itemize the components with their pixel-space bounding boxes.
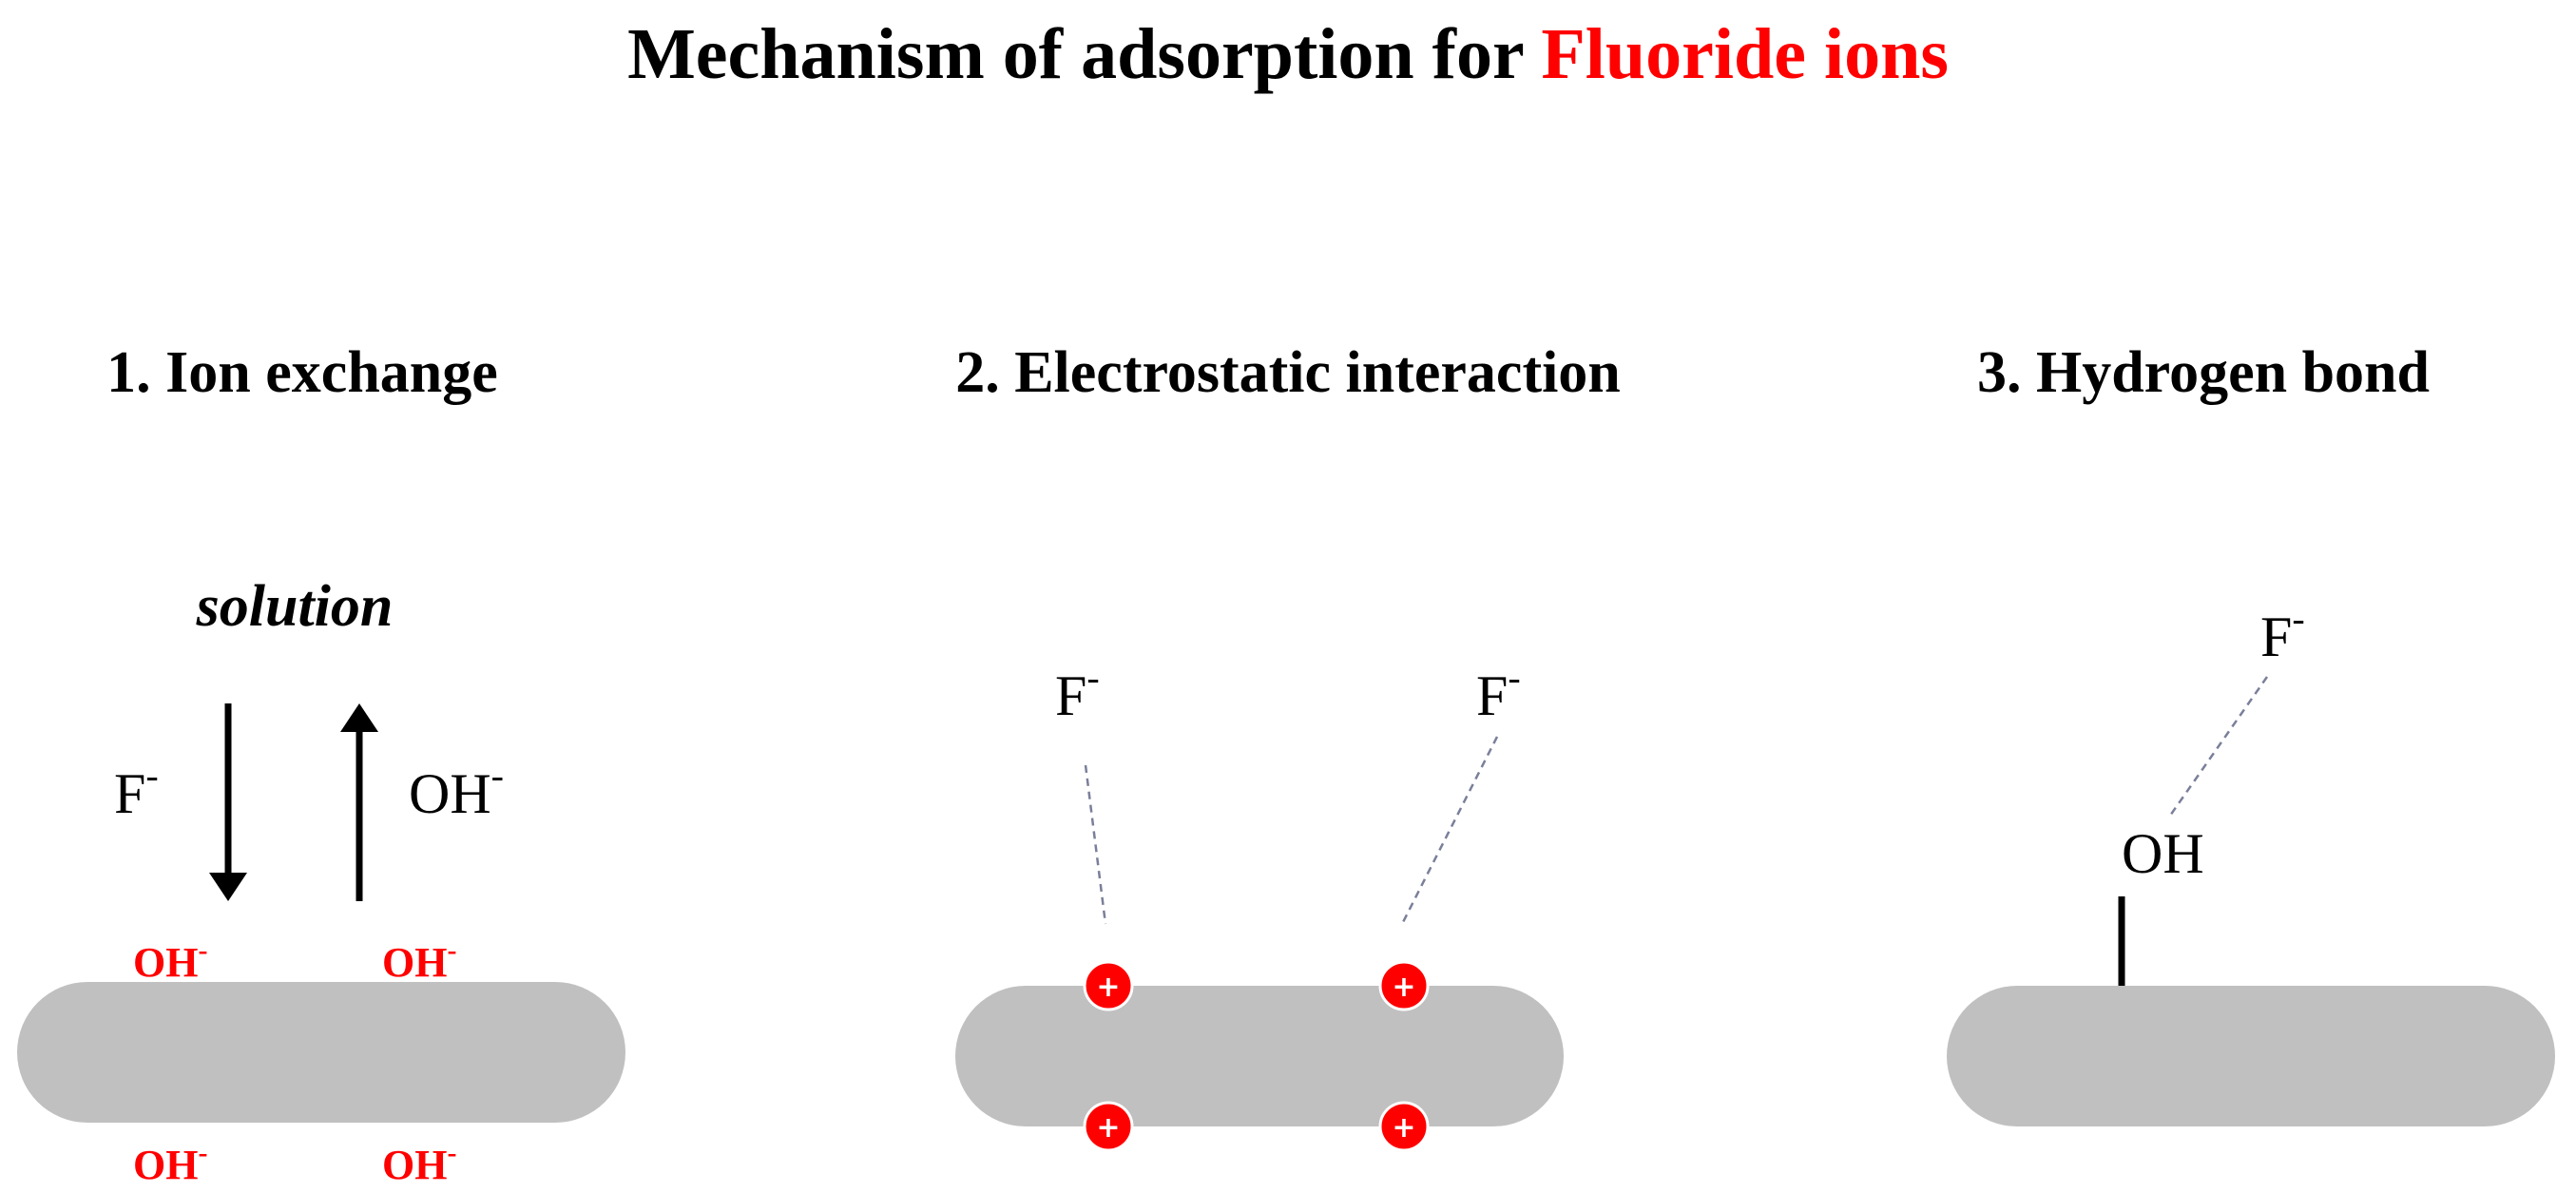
arrow-down-icon <box>209 703 247 901</box>
panel-hydrogen-bond: F- OH <box>1947 597 2555 1126</box>
incoming-ion-base: F <box>114 762 145 825</box>
diagram-title: Mechanism of adsorption for Fluoride ion… <box>627 14 1949 94</box>
plus-icon: + <box>1096 971 1120 1004</box>
plus-icon: + <box>1392 1111 1415 1145</box>
panel-1-heading: 1. Ion exchange <box>106 340 498 405</box>
electrostatic-dash-right <box>1400 736 1499 925</box>
electrostatic-dash-left <box>1084 764 1107 925</box>
fluoride-ion-right: F- <box>1476 656 1521 727</box>
panel-3-heading: 3. Hydrogen bond <box>1977 340 2430 405</box>
plus-icon: + <box>1096 1111 1120 1145</box>
plus-icon: + <box>1392 971 1415 1004</box>
surface-oh-top-left: OH- <box>133 934 207 986</box>
released-ion-charge: - <box>491 754 504 797</box>
solution-label: solution <box>196 574 394 639</box>
incoming-ion-label: F- <box>114 754 159 825</box>
surface-oh-bottom-right: OH- <box>382 1137 456 1188</box>
adsorbent-surface-1 <box>17 982 625 1123</box>
panel-ion-exchange: solution F- OH- OH- OH- OH- <box>17 574 625 1188</box>
title-highlight: Fluoride ions <box>1541 14 1949 94</box>
released-ion-label: OH- <box>409 754 504 825</box>
positive-site-bottom-right: + <box>1378 1101 1430 1152</box>
positive-site-top-left: + <box>1083 960 1134 1011</box>
arrow-up-icon <box>340 703 378 901</box>
positive-site-top-right: + <box>1378 960 1430 1011</box>
adsorbent-surface-3 <box>1947 986 2555 1126</box>
surface-oh-bottom-left: OH- <box>133 1137 207 1188</box>
incoming-ion-charge: - <box>145 754 158 797</box>
surface-oh-top-right: OH- <box>382 934 456 986</box>
released-ion-base: OH <box>409 762 491 825</box>
panel-2-heading: 2. Electrostatic interaction <box>955 340 1621 405</box>
surface-hydroxyl-label: OH <box>2122 822 2204 885</box>
panel-electrostatic-interaction: F- F- + + + + <box>955 656 1564 1152</box>
hydrogen-bond-dash <box>2168 676 2269 817</box>
fluoride-ion-hbond: F- <box>2260 597 2305 668</box>
title-prefix: Mechanism of adsorption for <box>627 14 1541 94</box>
positive-site-bottom-left: + <box>1083 1101 1134 1152</box>
adsorbent-surface-2 <box>955 986 1564 1126</box>
fluoride-ion-left: F- <box>1055 656 1100 727</box>
